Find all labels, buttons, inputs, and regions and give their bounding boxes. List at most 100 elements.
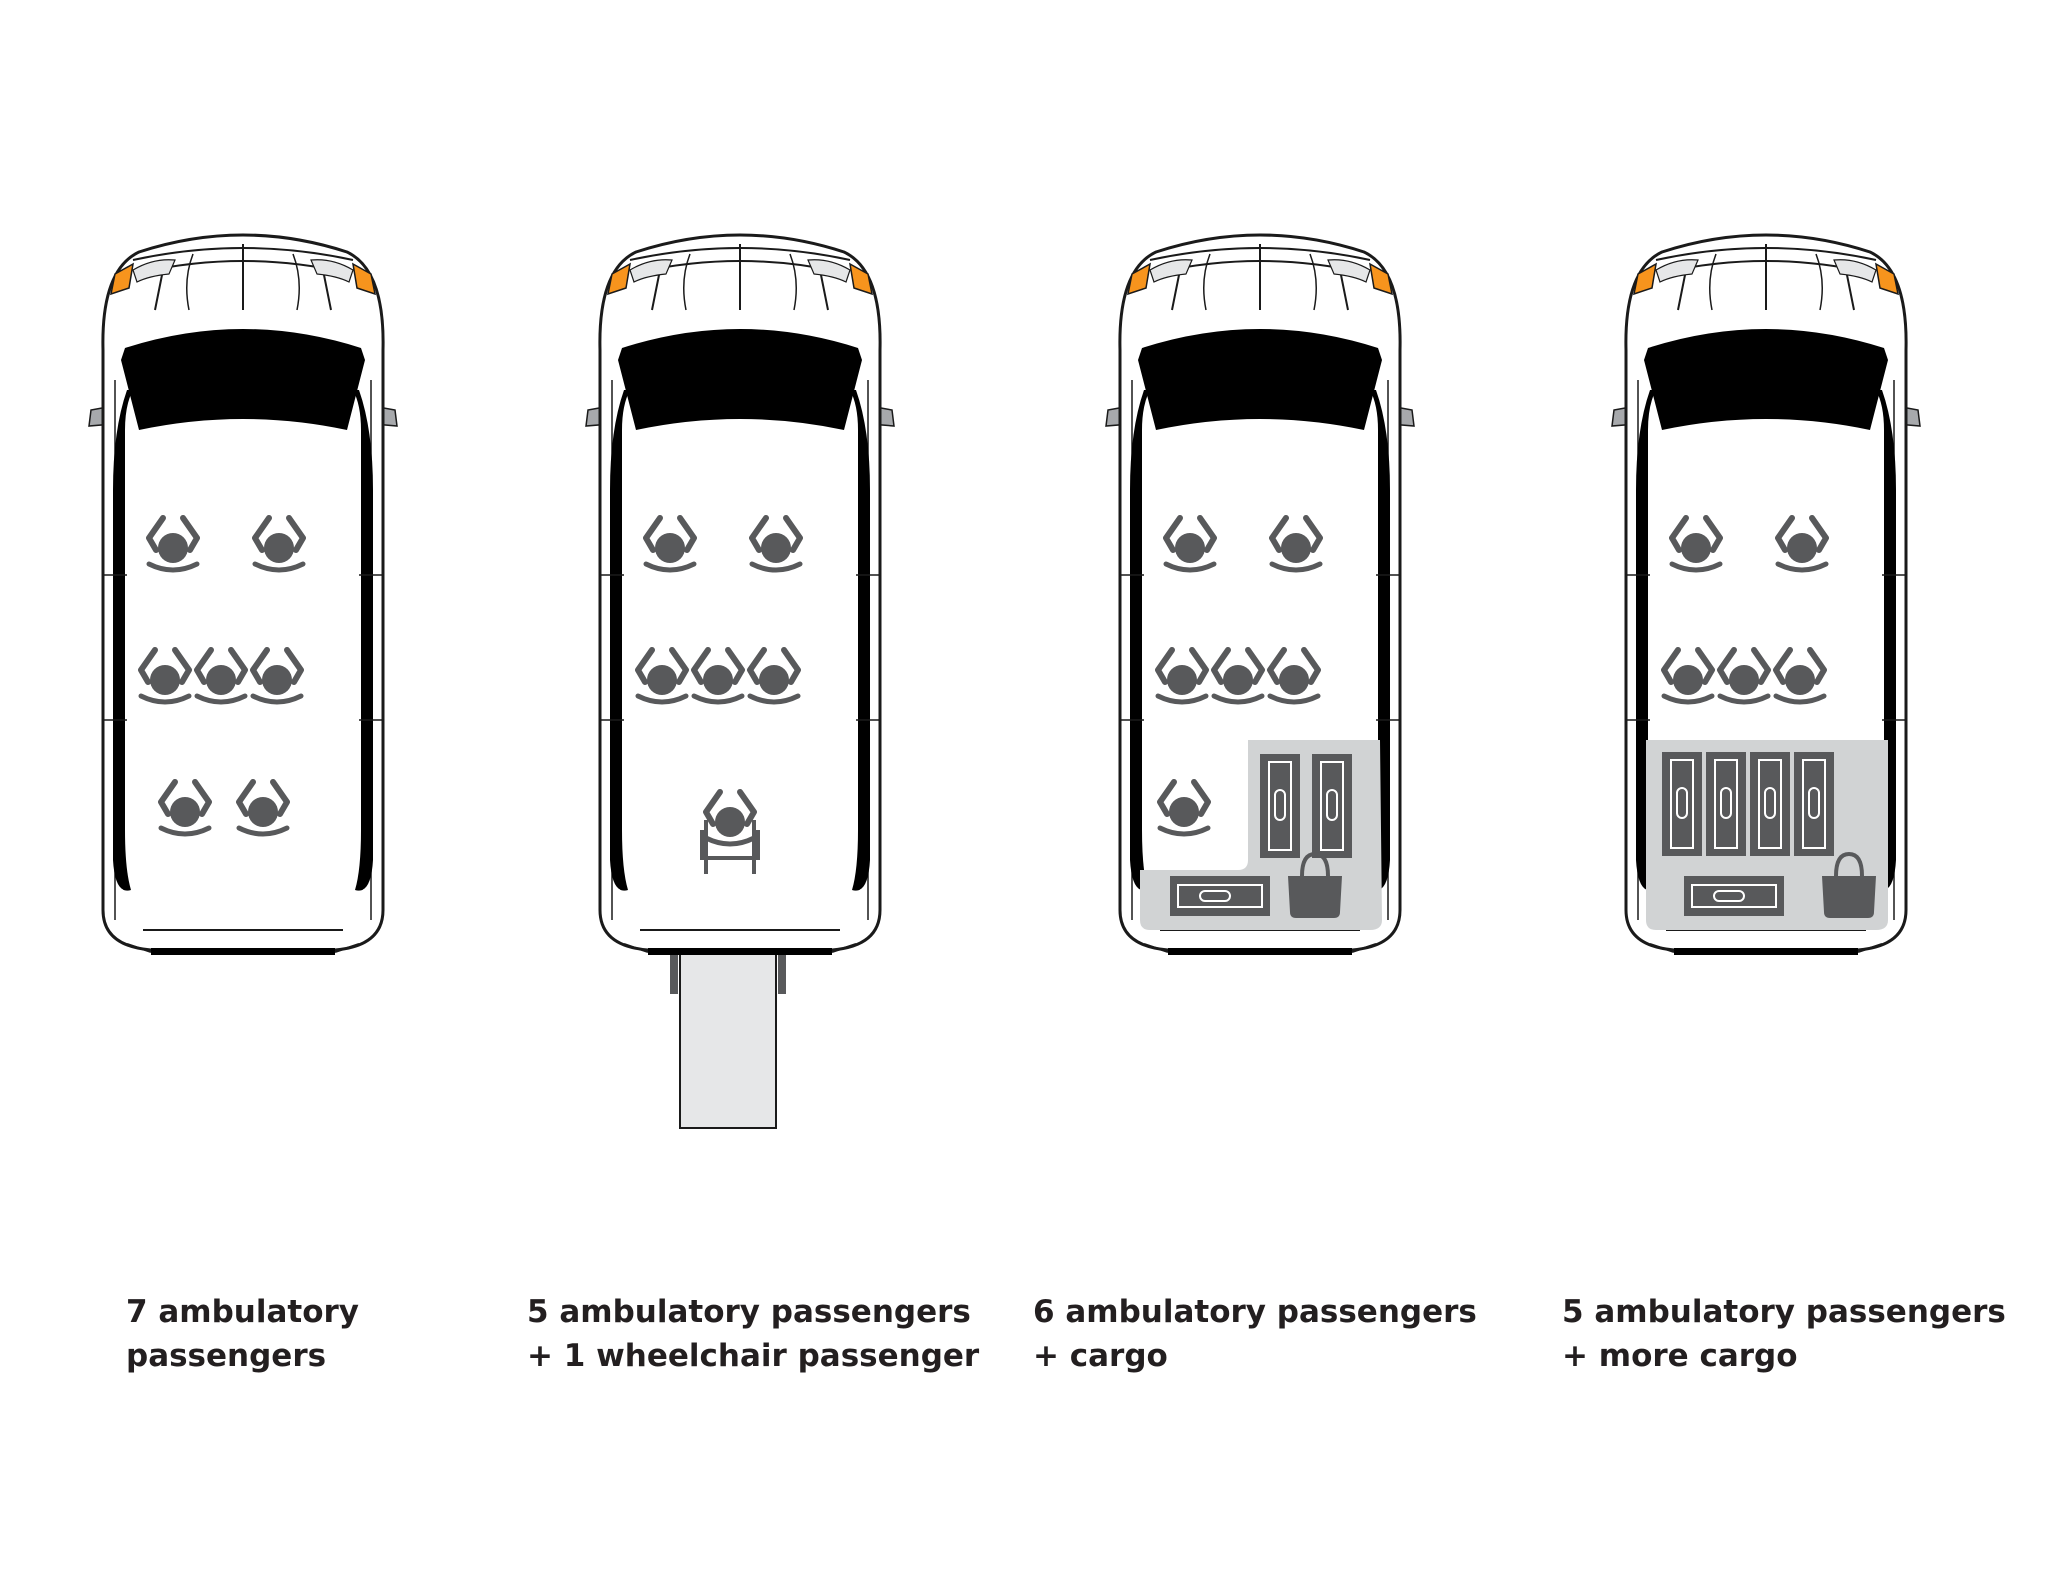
rear-line	[623, 943, 857, 953]
passenger-arm	[691, 647, 711, 685]
seat-back	[1775, 561, 1829, 573]
passenger-icon	[252, 515, 306, 573]
suitcase-panel	[1691, 884, 1777, 908]
seat-back	[749, 561, 803, 573]
seat-back	[236, 825, 290, 837]
seat-back	[250, 693, 304, 705]
hood-line	[154, 244, 332, 311]
passenger-icon	[1717, 647, 1771, 705]
windshield	[618, 329, 862, 430]
suitcase-panel	[1268, 761, 1292, 851]
rear-bumper	[648, 948, 832, 955]
passenger-icon	[158, 779, 212, 837]
suitcase-body	[1684, 876, 1784, 916]
passenger-arm	[783, 515, 803, 553]
seat-back	[1717, 693, 1771, 705]
passenger-head	[715, 807, 745, 837]
suitcase-body	[1662, 752, 1702, 856]
rear-line	[1649, 943, 1883, 953]
indicator-light	[1127, 262, 1151, 296]
caption-layout-1: 7 ambulatory passengers	[126, 1290, 359, 1378]
passenger-icon	[1775, 515, 1829, 573]
passenger-head	[1787, 533, 1817, 563]
passenger-arm	[725, 647, 745, 685]
caption-line: 7 ambulatory	[126, 1294, 359, 1330]
rear-line	[1143, 943, 1377, 953]
van-layout-more-cargo	[1611, 233, 1921, 955]
suitcase-handle	[1199, 890, 1231, 902]
wheelchair-wheel	[754, 830, 760, 860]
seat-back	[158, 825, 212, 837]
door-seam	[103, 574, 383, 721]
seat-back	[1157, 825, 1211, 837]
caption-line: 5 ambulatory passengers	[527, 1294, 971, 1330]
passenger-head	[264, 533, 294, 563]
seat-back	[1163, 561, 1217, 573]
suitcase-panel	[1320, 761, 1344, 851]
bag-body	[1822, 876, 1876, 918]
suitcase-panel	[1714, 759, 1738, 849]
passenger-arm	[146, 515, 166, 553]
passenger-arm	[236, 779, 256, 817]
passenger-head	[1673, 665, 1703, 695]
caption-layout-4: 5 ambulatory passengers + more cargo	[1562, 1290, 2006, 1378]
passenger-arm	[194, 647, 214, 685]
door-seam	[600, 574, 880, 721]
suitcase-handle	[1764, 787, 1776, 819]
bag-handle	[1300, 851, 1330, 877]
passenger-icon	[194, 647, 248, 705]
passenger-arm	[1191, 779, 1211, 817]
windshield	[121, 329, 365, 430]
passenger-arm	[1211, 647, 1231, 685]
passenger-arm	[1189, 647, 1209, 685]
passenger-arm	[1661, 647, 1681, 685]
suitcase-body	[1794, 752, 1834, 856]
hood-line	[186, 253, 300, 311]
suitcase-handle	[1720, 787, 1732, 819]
side-window	[850, 390, 870, 891]
seat-back	[1669, 561, 1723, 573]
passenger-arm	[228, 647, 248, 685]
passenger-arm	[1155, 647, 1175, 685]
passenger-icon	[138, 647, 192, 705]
suitcase-handle	[1713, 890, 1745, 902]
passenger-arm	[1809, 515, 1829, 553]
passenger-arm	[1751, 647, 1771, 685]
passenger-head	[1681, 533, 1711, 563]
passenger-icon	[1669, 515, 1723, 573]
door-seam	[1626, 574, 1906, 721]
passenger-head	[1281, 533, 1311, 563]
rear-bumper	[1168, 948, 1352, 955]
passenger-arm	[180, 515, 200, 553]
passenger-icon	[1773, 647, 1827, 705]
seat-back	[1155, 693, 1209, 705]
seat-back	[1211, 693, 1265, 705]
suitcase-panel	[1177, 884, 1263, 908]
seat-back	[703, 835, 757, 847]
seat-back	[1773, 693, 1827, 705]
seat-back	[138, 693, 192, 705]
van-layout-7-passengers	[88, 233, 398, 955]
passenger-icon	[236, 779, 290, 837]
passenger-icon	[1157, 779, 1211, 837]
indicator-light	[1633, 262, 1657, 296]
suitcase-handle	[1808, 787, 1820, 819]
ramp-hinge	[778, 944, 786, 994]
passenger-arm	[669, 647, 689, 685]
indicator-light	[352, 262, 376, 296]
passenger-arm	[643, 515, 663, 553]
passenger-arm	[1163, 515, 1183, 553]
passenger-head	[647, 665, 677, 695]
seat-back	[1661, 693, 1715, 705]
ramp-hinge	[670, 944, 678, 994]
passenger-arm	[158, 779, 178, 817]
passenger-icon	[1661, 647, 1715, 705]
suitcase-panel	[1758, 759, 1782, 849]
wheelchair-icon	[700, 789, 760, 874]
suitcase-body	[1260, 754, 1300, 858]
caption-layout-3: 6 ambulatory passengers + cargo	[1033, 1290, 1477, 1378]
hood-line	[1203, 253, 1317, 311]
passenger-arm	[1267, 647, 1287, 685]
upright-suitcase-icon	[1662, 752, 1702, 856]
passenger-head	[150, 665, 180, 695]
